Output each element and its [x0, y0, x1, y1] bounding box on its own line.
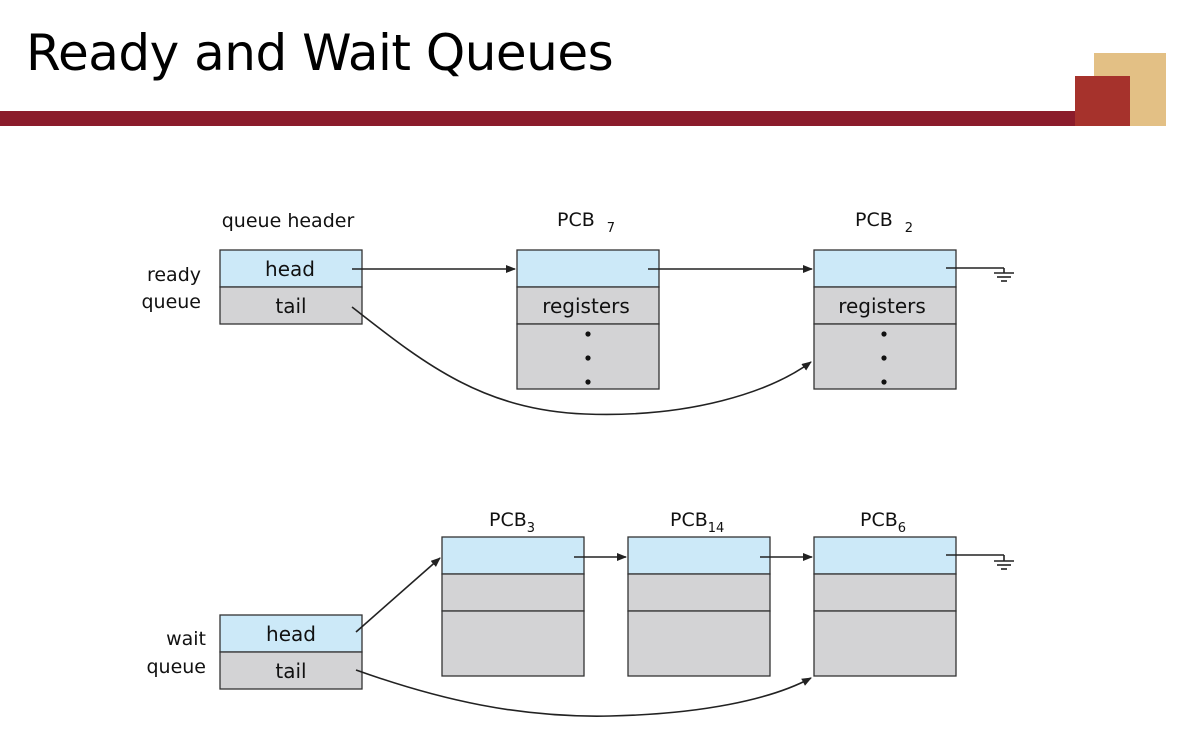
- ellipsis-dot: [881, 331, 887, 337]
- decor-square-red: [1075, 76, 1130, 126]
- ellipsis-dot: [585, 331, 591, 337]
- wait-head-text: head: [266, 622, 316, 646]
- pcb-7-registers-text: registers: [542, 294, 630, 318]
- arrow-wait-tail: [355, 669, 812, 717]
- arrow-wait-head: [355, 557, 441, 633]
- pcb-3-cell-2: [441, 573, 585, 612]
- ready-null-ground-icon: [946, 267, 1014, 282]
- pcb-14-cell-3: [627, 610, 771, 677]
- ellipsis-dot: [881, 379, 887, 385]
- pcb-7-registers-cell: [516, 286, 660, 325]
- ready-queue-label-1: ready: [147, 264, 201, 286]
- pcb-14-label: PCB14: [670, 509, 724, 536]
- pcb-2-registers-cell: [813, 286, 957, 325]
- pcb-7-pointer-cell: [516, 249, 660, 288]
- ready-head-text: head: [265, 257, 315, 281]
- pcb-6-cell-3: [813, 610, 957, 677]
- ellipsis-dot: [881, 355, 887, 361]
- pcb-3-pointer-cell: [441, 536, 585, 575]
- wait-queue-header: head tail: [219, 614, 363, 690]
- pcb-6-cell-2: [813, 573, 957, 612]
- arrow-ready-tail: [351, 306, 812, 416]
- ready-head-cell: [219, 249, 363, 288]
- pcb-3-node: PCB3: [441, 509, 585, 677]
- slide-title: Ready and Wait Queues: [26, 24, 614, 82]
- ellipsis-dot: [585, 355, 591, 361]
- pcb-6-node: PCB6: [813, 509, 957, 677]
- ready-queue-label-2: queue: [141, 291, 201, 313]
- ellipsis-dot: [585, 379, 591, 385]
- pcb-3-label: PCB3: [489, 509, 535, 536]
- pcb-6-label: PCB6: [860, 509, 906, 536]
- pcb-6-pointer-cell: [813, 536, 957, 575]
- pcb-2-registers-text: registers: [838, 294, 926, 318]
- wait-queue-label-1: wait: [166, 628, 206, 650]
- ready-tail-text: tail: [275, 294, 306, 318]
- pcb-3-cell-3: [441, 610, 585, 677]
- title-bar: [0, 111, 1090, 126]
- wait-queue-label-2: queue: [146, 656, 206, 678]
- wait-tail-text: tail: [275, 659, 306, 683]
- queue-header-label: queue header: [222, 210, 355, 232]
- wait-null-ground-icon: [946, 554, 1014, 570]
- pcb-14-node: PCB14: [627, 509, 771, 677]
- ready-queue-header: head tail: [219, 249, 363, 325]
- pcb-2-pointer-cell: [813, 249, 957, 288]
- pcb-14-pointer-cell: [627, 536, 771, 575]
- pcb-14-cell-2: [627, 573, 771, 612]
- wait-tail-cell: [219, 651, 363, 690]
- wait-head-cell: [219, 614, 363, 653]
- ready-tail-cell: [219, 286, 363, 325]
